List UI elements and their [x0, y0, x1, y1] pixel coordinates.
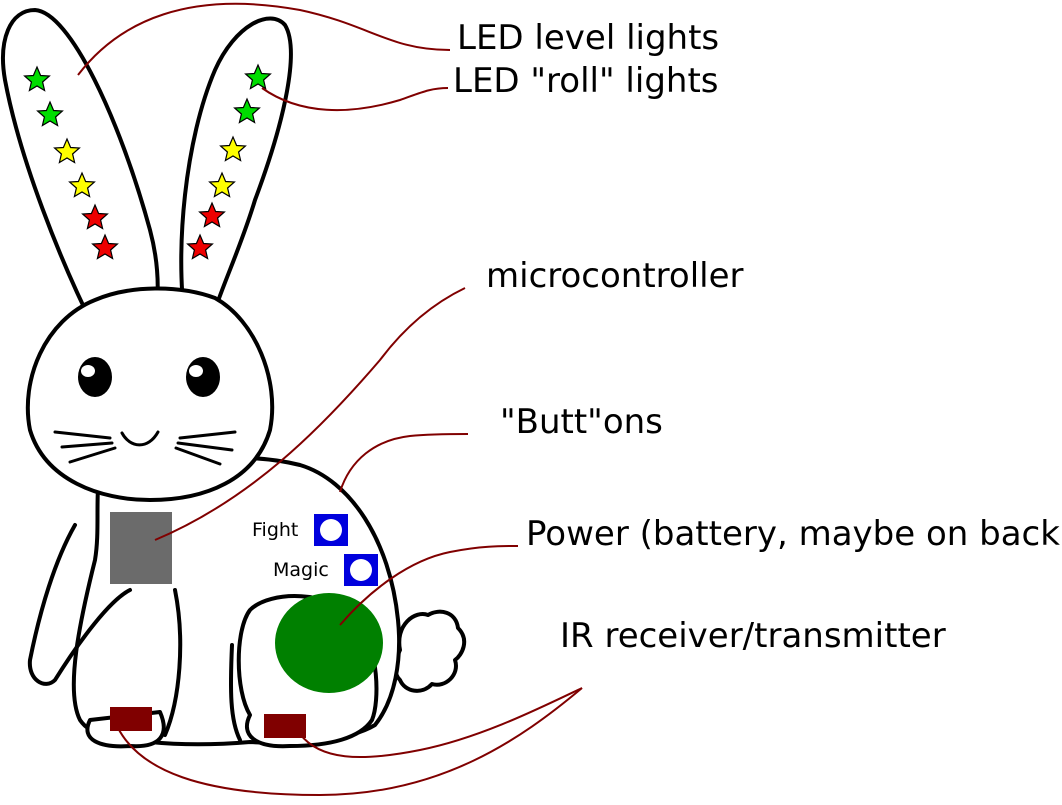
whisker	[60, 441, 114, 449]
leader-lines	[77, 2, 583, 797]
right-eye-shine	[189, 365, 203, 377]
leader-ir-left	[117, 687, 583, 797]
rabbit-inner-leg	[163, 588, 183, 737]
label-buttons: "Butt"ons	[500, 402, 663, 442]
label-led-roll-lights: LED "roll" lights	[453, 61, 719, 101]
rabbit-front-leg	[27, 523, 132, 686]
label-led-level-lights: LED level lights	[457, 18, 719, 58]
right-eye	[186, 357, 220, 397]
left-eye-shine	[81, 365, 95, 377]
fight-button-label: Fight	[252, 519, 298, 541]
rabbit-inner-leg-2	[228, 643, 242, 742]
leader-led-level	[77, 2, 451, 76]
whisker	[174, 446, 222, 466]
label-power: Power (battery, maybe on back?)	[526, 514, 1062, 554]
rabbit-mouth-whiskers	[53, 430, 237, 466]
leader-ir-right	[299, 687, 583, 758]
leader-led-roll	[261, 87, 449, 112]
whisker	[53, 430, 112, 440]
rabbit-head	[1, 8, 293, 502]
rabbit-right-ear	[179, 16, 293, 327]
label-ir: IR receiver/transmitter	[560, 616, 946, 656]
fight-button-circle	[320, 519, 342, 541]
whisker	[176, 441, 234, 452]
microcontroller-chip	[110, 512, 172, 584]
ir-left-block	[110, 707, 152, 731]
leader-microcontroller	[154, 287, 466, 541]
label-microcontroller: microcontroller	[486, 256, 744, 296]
rabbit-left-ear	[1, 8, 160, 332]
mouth	[120, 430, 160, 447]
magic-button-label: Magic	[273, 559, 329, 581]
whisker	[178, 430, 237, 440]
ir-right-block	[264, 714, 306, 738]
magic-button-circle	[350, 559, 372, 581]
rabbit-face	[25, 286, 275, 502]
whisker	[68, 446, 117, 464]
left-eye	[78, 357, 112, 397]
rabbit-body	[27, 455, 467, 749]
rabbit-eyes	[78, 357, 220, 397]
rabbit-tail	[393, 609, 467, 693]
leader-power	[339, 545, 519, 626]
battery-circle	[275, 593, 383, 693]
leader-buttons	[339, 433, 469, 493]
